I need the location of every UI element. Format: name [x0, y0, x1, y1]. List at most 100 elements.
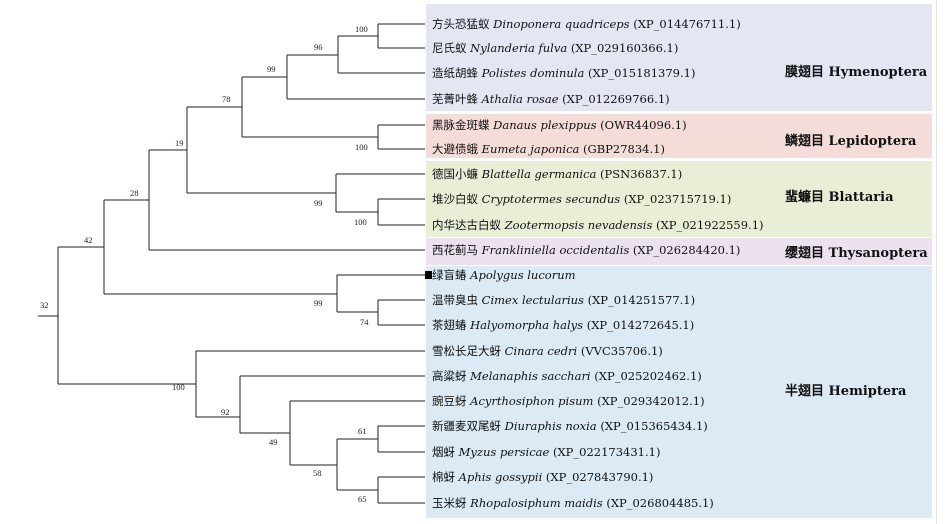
taxon-accession: (XP_014272645.1)	[583, 318, 694, 332]
taxon-label: 黑脉金斑蝶 Danaus plexippus (OWR44096.1)	[432, 118, 687, 132]
taxon-species: Frankliniella occidentalis	[481, 243, 630, 257]
taxon-label: 棉蚜 Aphis gossypii (XP_027843790.1)	[432, 470, 653, 484]
bootstrap-termites: 100	[354, 217, 367, 227]
taxon-species: Melanaphis sacchari	[469, 369, 591, 383]
taxon-accession: (XP_022173431.1)	[549, 445, 660, 459]
taxon-accession: (XP_014251577.1)	[584, 293, 695, 307]
taxon-species: Myzus persicae	[458, 445, 550, 459]
band-thy	[426, 238, 932, 265]
taxon-label: 温带臭虫 Cimex lectularius (XP_014251577.1)	[432, 293, 695, 307]
taxon-chinese-name: 棉蚜	[432, 470, 459, 484]
bootstrap-hym_core: 99	[267, 64, 276, 74]
taxon-chinese-name: 黑脉金斑蝶	[432, 118, 493, 132]
order-label-hem: 半翅目 Hemiptera	[785, 383, 907, 399]
bootstrap-with_thy: 28	[130, 188, 139, 198]
taxon-accession: (XP_012269766.1)	[559, 92, 670, 106]
taxon-accession: (PSN36837.1)	[596, 167, 682, 181]
bootstrap-aph_core: 49	[269, 437, 278, 447]
taxon-label: 茶翅蝽 Halyomorpha halys (XP_014272645.1)	[432, 318, 694, 332]
taxon-accession: (XP_025202462.1)	[591, 369, 702, 383]
taxon-accession: (XP_014476711.1)	[630, 17, 741, 31]
bootstrap-dino_nyl: 100	[355, 24, 368, 34]
taxon-chinese-name: 大避债蛾	[432, 142, 482, 156]
taxon-species: Cimex lectularius	[482, 293, 584, 307]
taxon-label: 内华达古白蚁 Zootermopsis nevadensis (XP_02192…	[432, 218, 764, 232]
taxon-label: 西花蓟马 Frankliniella occidentalis (XP_0262…	[432, 243, 740, 257]
taxon-chinese-name: 新疆麦双尾蚜	[432, 419, 505, 433]
bootstrap-aph_inner: 92	[221, 407, 230, 417]
bootstrap-with_hem1: 42	[84, 235, 93, 245]
taxon-chinese-name: 高粱蚜	[432, 369, 470, 383]
bootstrap-hym_lep: 78	[222, 94, 231, 104]
taxon-label: 玉米蚜 Rhopalosiphum maidis (XP_026804485.1…	[432, 496, 714, 510]
bootstrap-mirid_group: 99	[314, 298, 323, 308]
band-hem	[426, 266, 932, 518]
taxon-label: 绿盲蝽 Apolygus lucorum	[432, 268, 576, 282]
taxon-accession: (XP_015181379.1)	[584, 66, 695, 80]
order-label-lep: 鳞翅目 Lepidoptera	[785, 133, 917, 149]
taxon-accession: (XP_015365434.1)	[597, 419, 708, 433]
taxon-chinese-name: 雪松长足大蚜	[432, 344, 505, 358]
taxon-species: Cinara cedri	[505, 344, 578, 358]
taxon-accession: (XP_029160366.1)	[567, 41, 678, 55]
taxon-accession: (XP_023715719.1)	[620, 192, 731, 206]
bootstrap-dno_myz: 61	[358, 426, 367, 436]
taxon-label: 烟蚜 Myzus persicae (XP_022173431.1)	[432, 445, 660, 459]
taxon-label: 堆沙白蚁 Cryptotermes secundus (XP_023715719…	[432, 192, 731, 206]
taxon-accession: (XP_029342012.1)	[593, 394, 704, 408]
taxon-species: Blattella germanica	[481, 167, 597, 181]
taxon-species: Athalia rosae	[481, 92, 559, 106]
band-hym	[426, 4, 932, 111]
taxon-chinese-name: 豌豆蚜	[432, 394, 470, 408]
taxon-species: Danaus plexippus	[492, 118, 596, 132]
divider-line	[936, 0, 937, 524]
query-marker	[425, 271, 432, 279]
taxon-chinese-name: 温带臭虫	[432, 293, 482, 307]
order-label-bla: 蜚蠊目 Blattaria	[785, 189, 894, 205]
taxon-chinese-name: 堆沙白蚁	[432, 192, 482, 206]
taxon-chinese-name: 方头恐猛蚁	[432, 17, 493, 31]
taxon-chinese-name: 西花蓟马	[432, 243, 482, 257]
taxon-chinese-name: 德国小蠊	[432, 167, 482, 181]
taxon-chinese-name: 茶翅蝽	[432, 318, 470, 332]
taxon-label: 芜菁叶蜂 Athalia rosae (XP_012269766.1)	[432, 92, 670, 106]
taxon-chinese-name: 内华达古白蚁	[432, 218, 505, 232]
group-bands	[426, 4, 932, 518]
taxon-species: Halyomorpha halys	[469, 318, 583, 332]
tree-branches	[38, 23, 425, 504]
bootstrap-aphis_rho: 65	[358, 494, 367, 504]
taxon-label: 尼氏蚁 Nylanderia fulva (XP_029160366.1)	[432, 41, 678, 55]
taxon-species: Rhopalosiphum maidis	[469, 496, 603, 510]
taxon-accession: (XP_026284420.1)	[629, 243, 740, 257]
taxon-species: Apolygus lucorum	[469, 268, 575, 282]
taxon-chinese-name: 芜菁叶蜂	[432, 92, 482, 106]
taxon-species: Aphis gossypii	[458, 470, 543, 484]
bootstrap-cimex_haly: 74	[360, 317, 369, 327]
taxon-species: Diuraphis noxia	[504, 419, 597, 433]
taxon-label: 方头恐猛蚁 Dinoponera quadriceps (XP_01447671…	[432, 17, 741, 31]
taxon-accession: (VVC35706.1)	[577, 344, 663, 358]
bootstrap-hym_lep_bla: 19	[175, 138, 184, 148]
taxon-species: Nylanderia fulva	[469, 41, 567, 55]
taxon-species: Polistes dominula	[481, 66, 585, 80]
bootstrap-root: 32	[40, 300, 49, 310]
taxon-label: 高粱蚜 Melanaphis sacchari (XP_025202462.1)	[432, 369, 702, 383]
bootstrap-ants_pol: 96	[314, 42, 323, 52]
band-bla	[426, 161, 932, 237]
taxon-accession: (XP_027843790.1)	[542, 470, 653, 484]
taxon-label: 造纸胡蜂 Polistes dominula (XP_015181379.1)	[432, 66, 695, 80]
taxon-accession: (GBP27834.1)	[579, 142, 665, 156]
taxon-chinese-name: 烟蚜	[432, 445, 459, 459]
band-lep	[426, 114, 932, 158]
taxon-label: 新疆麦双尾蚜 Diuraphis noxia (XP_015365434.1)	[432, 419, 708, 433]
taxon-chinese-name: 造纸胡蜂	[432, 66, 482, 80]
taxon-chinese-name: 玉米蚜	[432, 496, 470, 510]
bootstrap-lep: 100	[355, 142, 368, 152]
taxon-species: Zootermopsis nevadensis	[504, 218, 653, 232]
taxon-label: 德国小蠊 Blattella germanica (PSN36837.1)	[432, 167, 682, 181]
taxon-chinese-name: 绿盲蝽	[432, 268, 470, 282]
taxon-accession: (XP_026804485.1)	[603, 496, 714, 510]
